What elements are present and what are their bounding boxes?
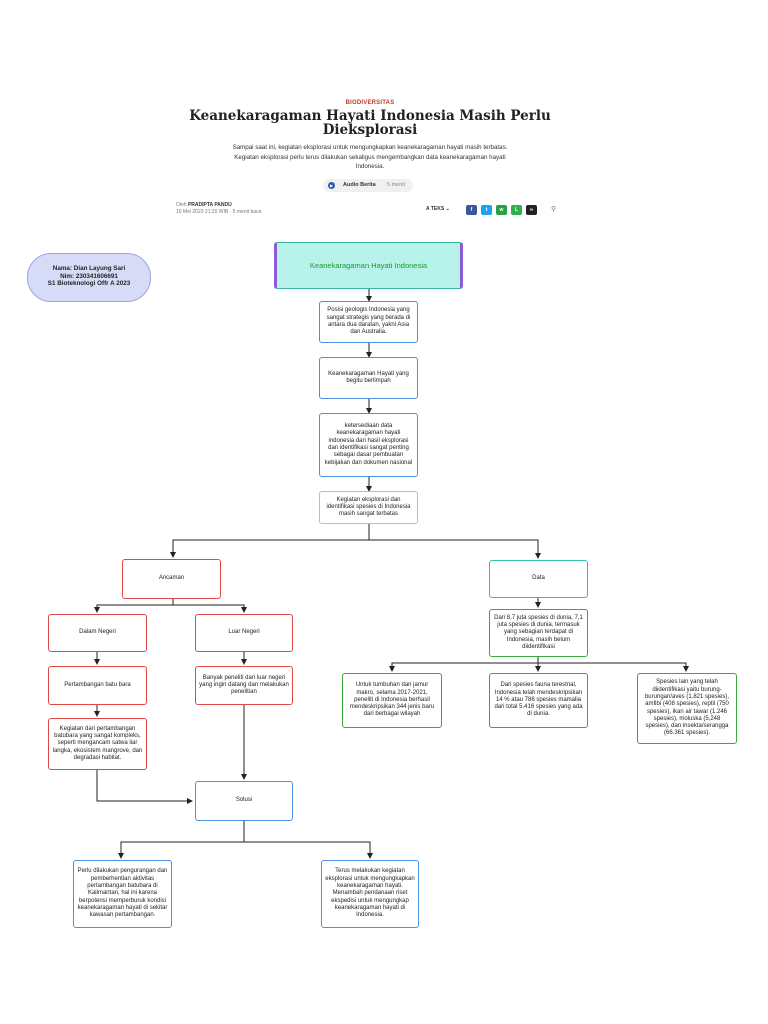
node-coal-mining: Pertambangan batu bara xyxy=(48,666,147,705)
node-limited-exploration: Kegiatan eksplorasi dan identifikasi spe… xyxy=(319,491,418,524)
node-main-title: Keanekaragaman Hayati Indonesia xyxy=(274,242,463,289)
node-data-mammals: Dari spesies fauna terestrial, Indonesia… xyxy=(489,673,588,728)
line-icon[interactable]: L xyxy=(511,205,522,215)
link-icon[interactable]: ∞ xyxy=(526,205,537,215)
audio-player-button[interactable]: ▶ Audio Berita 5 menit xyxy=(323,179,413,192)
student-name: Nama: Dian Layung Sari xyxy=(52,265,126,272)
audio-duration: 5 menit xyxy=(387,182,406,188)
article-lead: Sampai saat ini, kegiatan eksplorasi unt… xyxy=(232,144,508,170)
node-foreign-researchers: Banyak peneliti dari luar negeri yang in… xyxy=(195,666,293,705)
node-abundant-biodiversity: Keanekaragaman Hayati yang begitu berlim… xyxy=(319,357,418,399)
node-data: Data xyxy=(489,560,588,598)
facebook-icon[interactable]: f xyxy=(466,205,477,215)
text-size-label: TEKS xyxy=(430,206,445,212)
node-ancaman: Ancaman xyxy=(122,559,221,599)
node-solusi-mining: Perlu dilakukan pengurangan dan pemberhe… xyxy=(73,860,172,928)
node-mining-impact: Kegiatan dari pertambangan batubara yang… xyxy=(48,718,147,770)
node-data-availability: ketersediaan data keanekaragaman hayati … xyxy=(319,413,418,477)
article-date: 16 Mei 2023 21:20 WIB · 5 menit baca xyxy=(176,209,262,215)
article-category: BIODIVERSITAS xyxy=(345,100,395,106)
article-title: Keanekaragaman Hayati Indonesia Masih Pe… xyxy=(189,108,551,138)
byline-prefix: Oleh xyxy=(176,202,187,208)
node-data-species-count: Dari 8,7 juta spesies di dunia, 7,1 juta… xyxy=(489,609,588,657)
speaker-icon: ▶ xyxy=(328,182,335,189)
student-nim: Nim: 230341606691 xyxy=(60,272,118,280)
node-geologic-position: Posisi geologis Indonesia yang sangat st… xyxy=(319,301,418,343)
twitter-icon[interactable]: t xyxy=(481,205,492,215)
node-solusi: Solusi xyxy=(195,781,293,821)
search-icon[interactable]: ⚲ xyxy=(551,206,557,213)
node-luar-negeri: Luar Negeri xyxy=(195,614,293,652)
whatsapp-icon[interactable]: w xyxy=(496,205,507,215)
text-size-button[interactable]: A TEKS ⌄ xyxy=(426,206,450,212)
author-link[interactable]: PRADIPTA PANDU xyxy=(187,202,232,208)
audio-label: Audio Berita xyxy=(343,182,376,188)
student-info-bubble: Nama: Dian Layung Sari Nim: 230341606691… xyxy=(27,253,151,302)
student-info-text: Nama: Dian Layung Sari Nim: 230341606691… xyxy=(28,265,150,288)
chevron-down-icon: ⌄ xyxy=(445,206,450,212)
node-data-other-species: Spesies lain yang telah diidentifikasi y… xyxy=(637,673,737,744)
student-program: S1 Bioteknologi Offr A 2023 xyxy=(47,280,131,287)
node-data-plants-fungi: Untuk tumbuhan dan jamur makro, selama 2… xyxy=(342,673,442,728)
node-dalam-negeri: Dalam Negeri xyxy=(48,614,147,652)
node-solusi-exploration: Terus melakukan kegiatan eksplorasi untu… xyxy=(321,860,419,928)
article-byline: Oleh PRADIPTA PANDU 16 Mei 2023 21:20 WI… xyxy=(176,202,261,216)
